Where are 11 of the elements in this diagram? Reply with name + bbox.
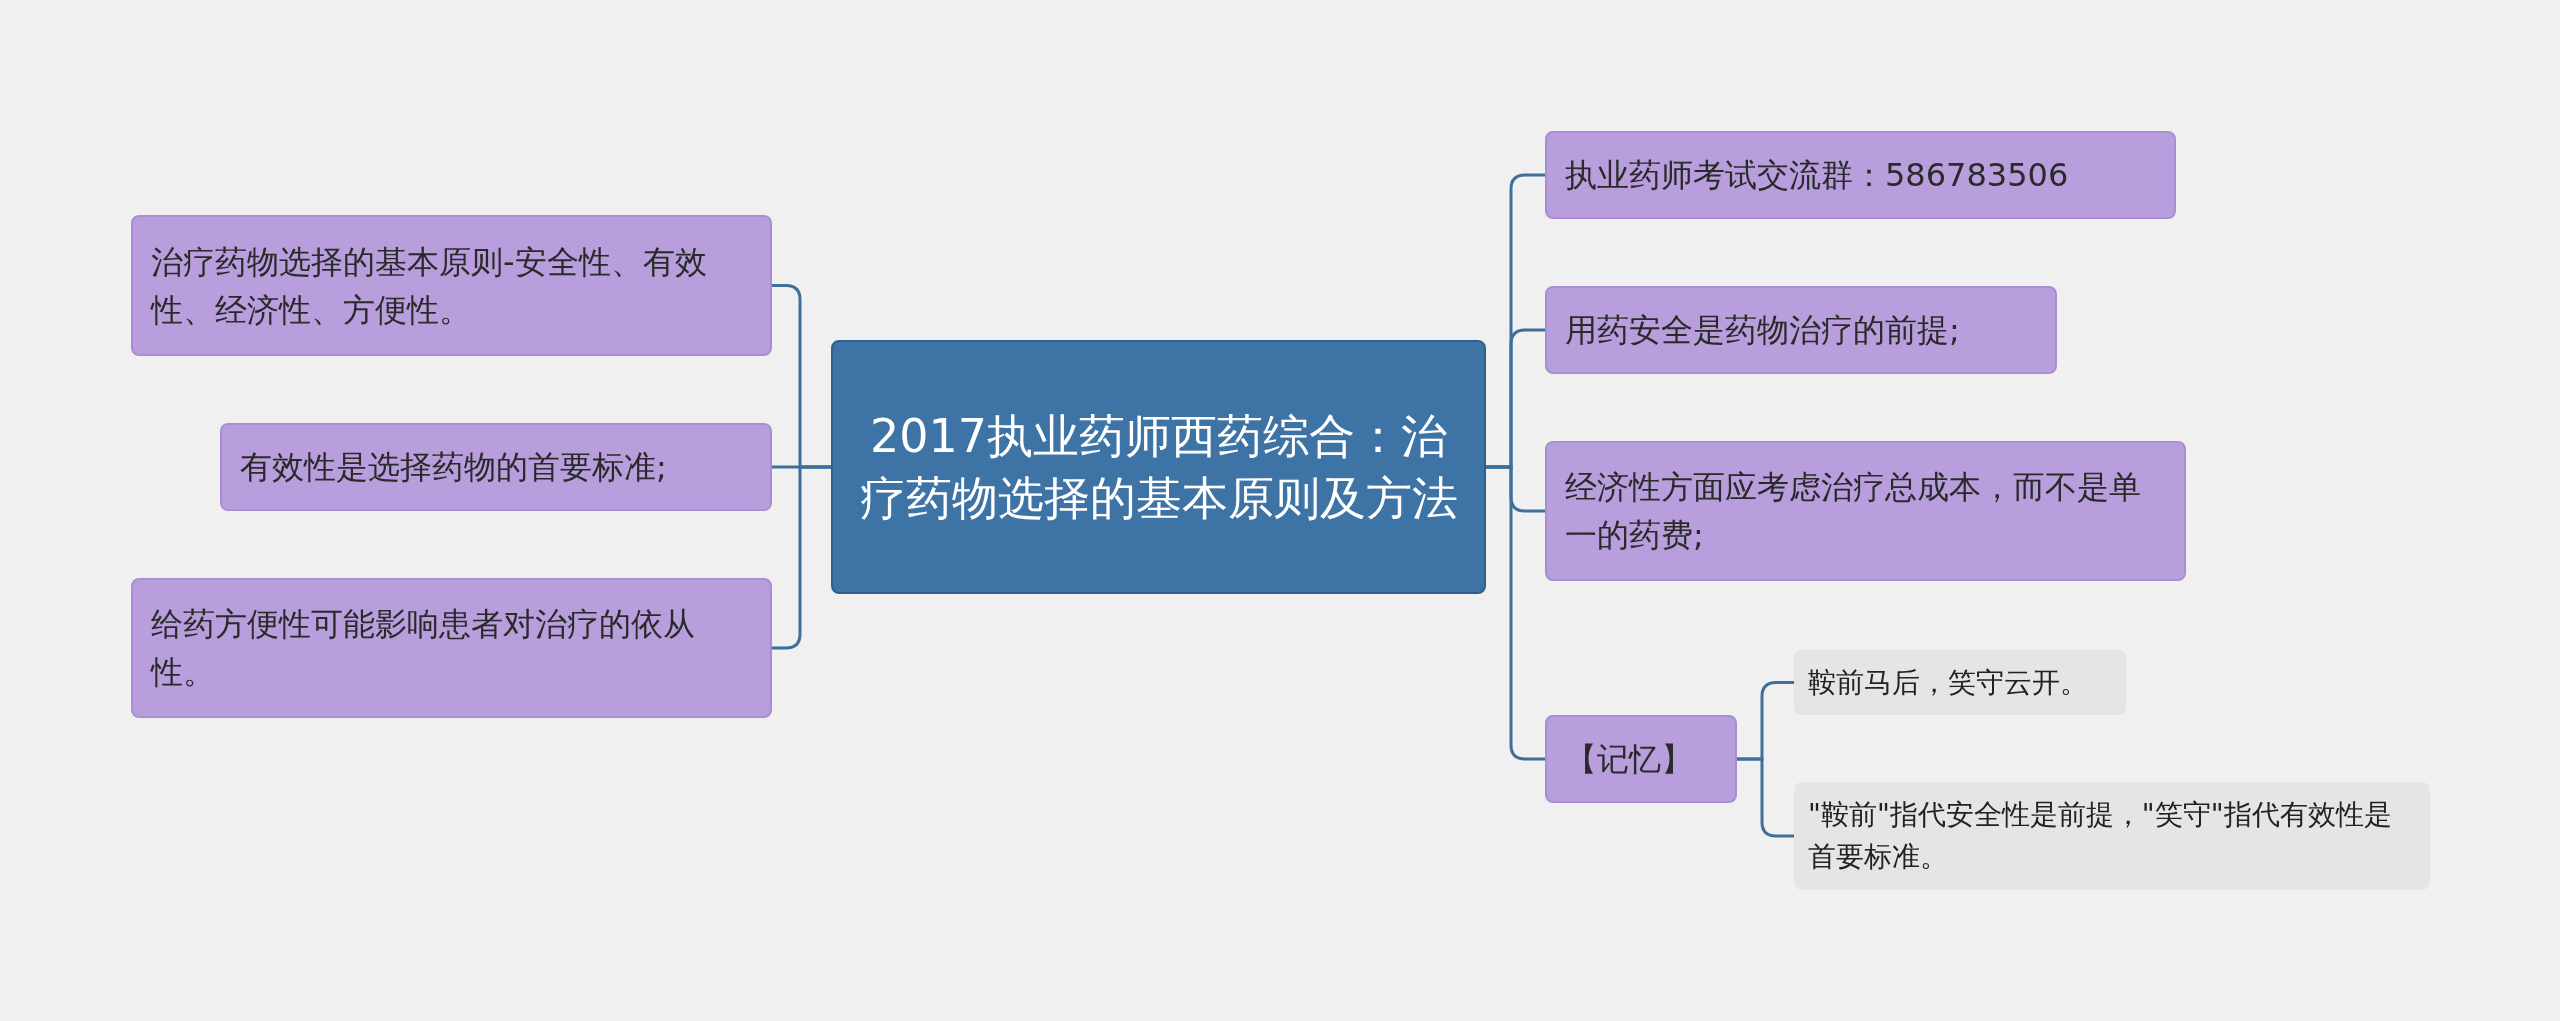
branch-box: 给药方便性可能影响患者对治疗的依从性。: [131, 578, 772, 718]
branch-box: 有效性是选择药物的首要标准;: [220, 423, 772, 511]
branch-box: 治疗药物选择的基本原则-安全性、有效性、经济性、方便性。: [131, 215, 772, 356]
branch-box: 执业药师考试交流群：586783506: [1545, 131, 2176, 219]
branch-box: 经济性方面应考虑治疗总成本，而不是单一的药费;: [1545, 441, 2186, 581]
topic-box: 2017执业药师西药综合：治疗药物选择的基本原则及方法: [831, 340, 1486, 594]
branch-box: 【记忆】: [1545, 715, 1737, 803]
note-box: 鞍前马后，笑守云开。: [1794, 650, 2126, 715]
note-box: "鞍前"指代安全性是前提，"笑守"指代有效性是首要标准。: [1794, 782, 2430, 890]
branch-box: 用药安全是药物治疗的前提;: [1545, 286, 2057, 374]
connector-line: [1486, 328, 1545, 469]
